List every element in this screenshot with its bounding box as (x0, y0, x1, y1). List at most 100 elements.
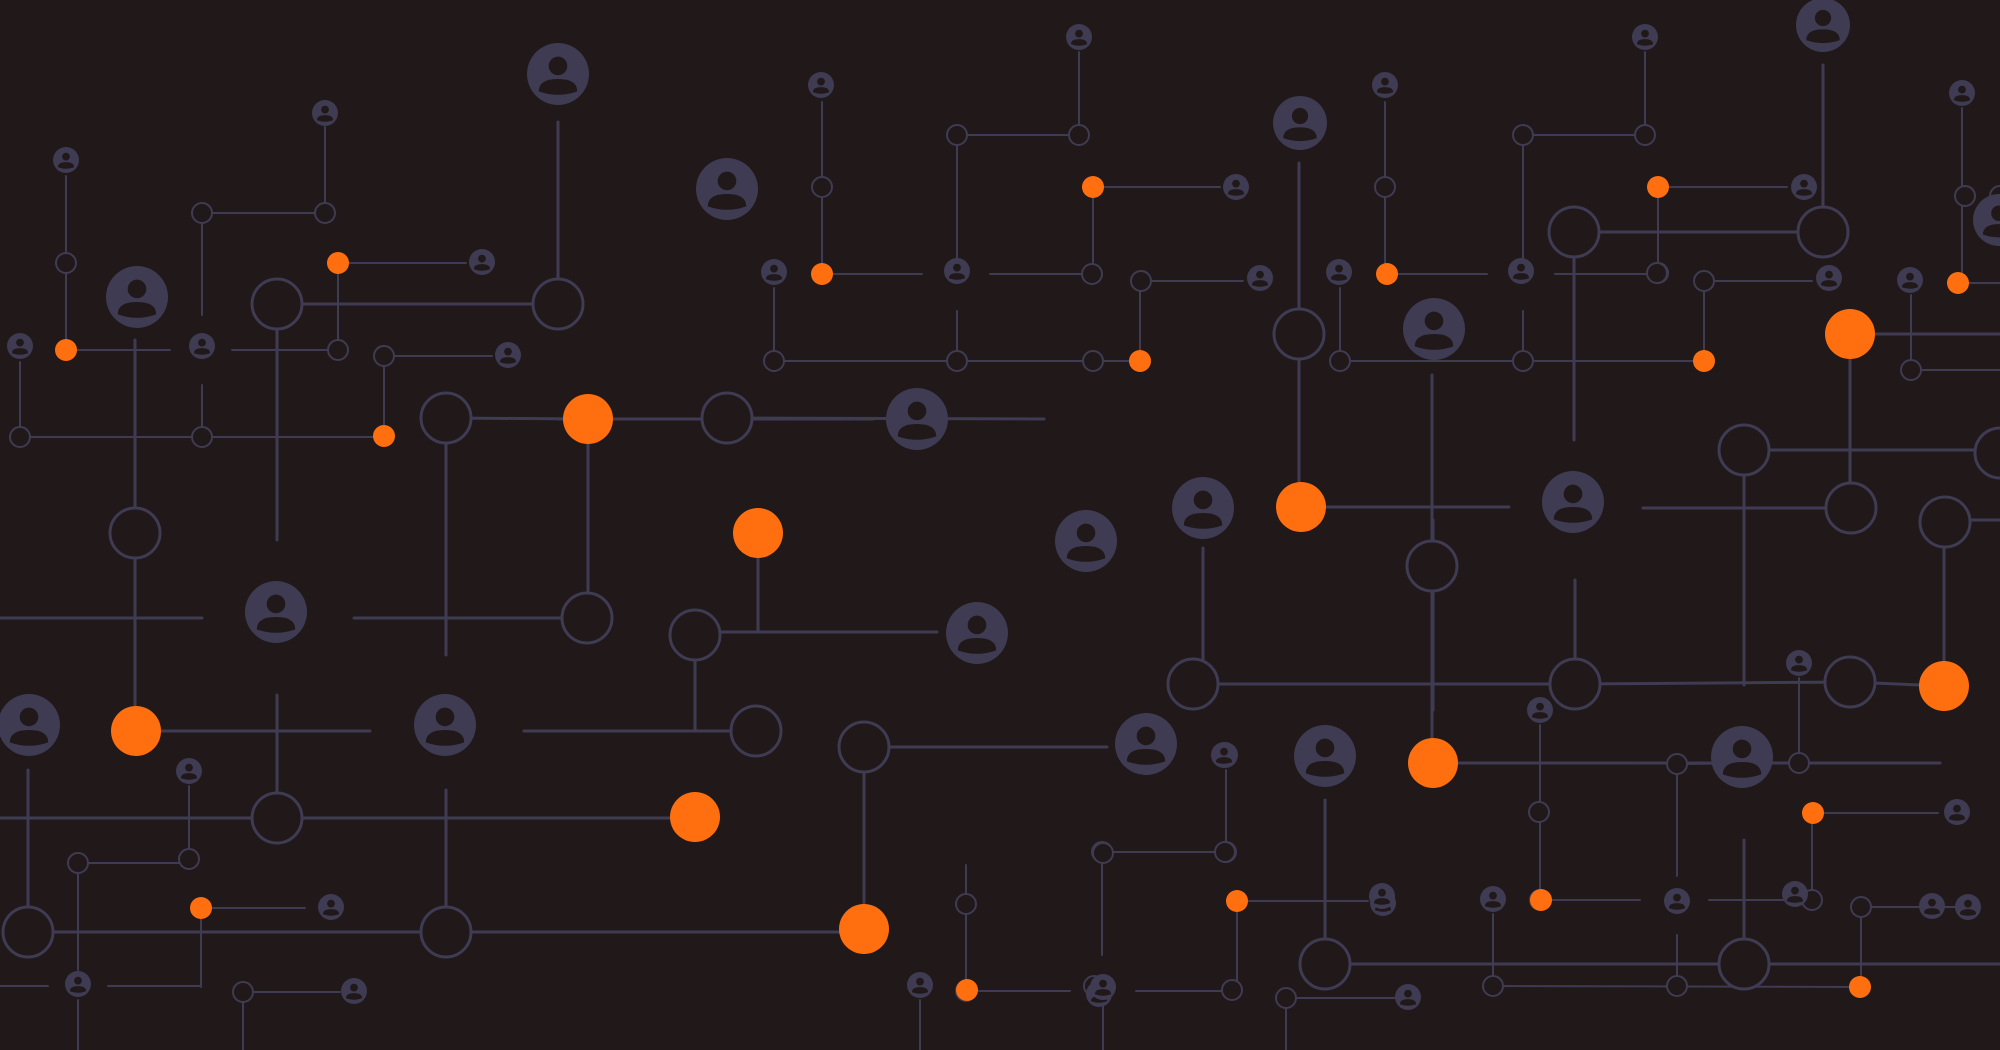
user-avatar-icon (1480, 886, 1506, 912)
user-avatar-icon (1395, 984, 1421, 1010)
hollow-ring-icon (955, 893, 977, 915)
orange-dot-icon (1802, 802, 1824, 824)
hollow-ring-icon (1068, 124, 1090, 146)
hollow-ring-icon (108, 506, 162, 560)
user-avatar-icon (189, 333, 215, 359)
hollow-ring-icon (1298, 937, 1352, 991)
user-avatar-icon (946, 602, 1008, 664)
hollow-ring-icon (1547, 205, 1601, 259)
user-avatar-icon (1816, 265, 1842, 291)
orange-dot-icon (190, 897, 212, 919)
orange-dot-icon (1919, 661, 1969, 711)
hollow-ring-icon (531, 277, 585, 331)
hollow-ring-icon (1166, 657, 1220, 711)
junction-rings (1, 124, 2000, 1009)
user-avatar-icon (1326, 259, 1352, 285)
hollow-ring-icon (1646, 262, 1668, 284)
hollow-ring-icon (178, 848, 200, 870)
user-avatar-icon (65, 971, 91, 997)
connection-line (1573, 680, 1852, 686)
hollow-ring-icon (560, 591, 614, 645)
user-avatar-icon (1955, 894, 1981, 920)
hollow-ring-icon (1788, 752, 1810, 774)
hollow-ring-icon (1796, 205, 1850, 259)
user-avatar-icon (1711, 726, 1773, 788)
orange-dot-icon (839, 904, 889, 954)
hollow-ring-icon (1666, 975, 1688, 997)
hollow-ring-icon (1082, 350, 1104, 372)
orange-dot-icon (811, 263, 833, 285)
hollow-ring-icon (232, 981, 254, 1003)
orange-dot-icon (1082, 176, 1104, 198)
user-avatar-icon (761, 259, 787, 285)
user-avatar-icon (1090, 974, 1116, 1000)
user-avatar-icon (1973, 194, 2000, 246)
hollow-ring-icon (327, 339, 349, 361)
active-nodes (55, 176, 1969, 1001)
orange-dot-icon (1376, 263, 1398, 285)
user-avatar-icon (907, 972, 933, 998)
user-avatar-icon (1066, 24, 1092, 50)
user-avatar-icon (527, 43, 589, 105)
hollow-ring-icon (1717, 937, 1771, 991)
orange-dot-icon (1849, 976, 1871, 998)
orange-dot-icon (55, 339, 77, 361)
user-avatar-icon (1273, 96, 1327, 150)
hollow-ring-icon (1512, 350, 1534, 372)
user-avatar-icon (1897, 267, 1923, 293)
hollow-ring-icon (1, 905, 55, 959)
hollow-ring-icon (668, 608, 722, 662)
user-avatar-icon (696, 158, 758, 220)
hollow-ring-icon (811, 176, 833, 198)
orange-dot-icon (733, 508, 783, 558)
hollow-ring-icon (419, 905, 473, 959)
user-avatar-icon (1508, 258, 1534, 284)
user-avatar-icon (495, 342, 521, 368)
user-avatar-icon (469, 249, 495, 275)
connection-lines (0, 51, 2000, 1050)
user-avatar-icon (1632, 24, 1658, 50)
hollow-ring-icon (1823, 655, 1877, 709)
hollow-ring-icon (729, 704, 783, 758)
orange-dot-icon (327, 252, 349, 274)
user-avatar-icon (176, 758, 202, 784)
user-avatar-icon (1211, 742, 1237, 768)
user-avatar-icon (1369, 883, 1395, 909)
user-avatar-icon (1115, 713, 1177, 775)
orange-dot-icon (1530, 889, 1552, 911)
hollow-ring-icon (1405, 539, 1459, 593)
orange-dot-icon (373, 425, 395, 447)
user-avatar-icon (1796, 0, 1850, 52)
hollow-ring-icon (763, 350, 785, 372)
orange-dot-icon (1825, 309, 1875, 359)
hollow-ring-icon (1482, 975, 1504, 997)
hollow-ring-icon (946, 350, 968, 372)
hollow-ring-icon (55, 252, 77, 274)
hollow-ring-icon (1973, 426, 2000, 480)
hollow-ring-icon (1954, 185, 1976, 207)
user-avatar-icon (1664, 888, 1690, 914)
hollow-ring-icon (1214, 841, 1236, 863)
user-avatar-icon (341, 978, 367, 1004)
hollow-ring-icon (1275, 987, 1297, 1009)
hollow-ring-icon (700, 391, 754, 445)
hollow-ring-icon (1528, 801, 1550, 823)
hollow-ring-icon (1666, 753, 1688, 775)
user-avatars (0, 0, 2000, 1010)
user-avatar-icon (1403, 298, 1465, 360)
orange-dot-icon (1129, 350, 1151, 372)
user-avatar-icon (1223, 174, 1249, 200)
orange-dot-icon (1408, 738, 1458, 788)
user-avatar-icon (1247, 265, 1273, 291)
hollow-ring-icon (1512, 124, 1534, 146)
user-avatar-icon (1527, 697, 1553, 723)
hollow-ring-icon (1693, 270, 1715, 292)
hollow-ring-icon (1329, 350, 1351, 372)
user-avatar-icon (944, 258, 970, 284)
hollow-ring-icon (419, 391, 473, 445)
hollow-ring-icon (67, 852, 89, 874)
user-avatar-icon (312, 100, 338, 126)
user-avatar-icon (1782, 881, 1808, 907)
user-avatar-icon (0, 694, 60, 756)
orange-dot-icon (1226, 890, 1248, 912)
